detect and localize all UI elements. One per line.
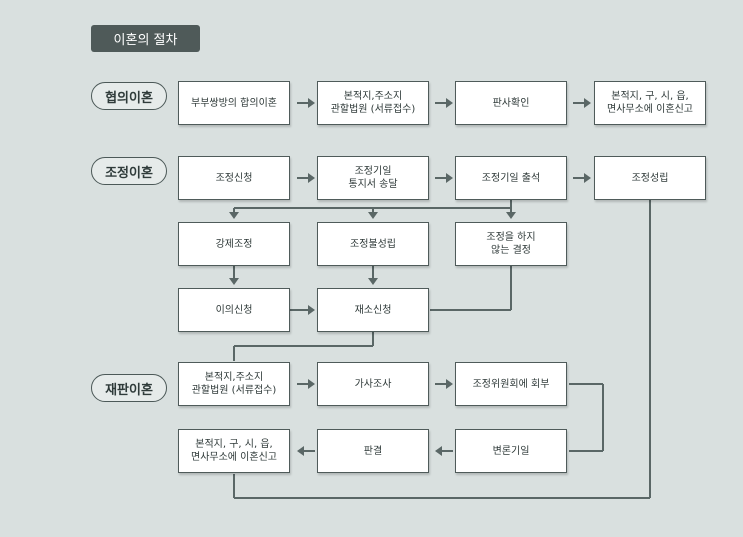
outcome-no-mediation-decision: 조정을 하지 않는 결정 <box>455 222 567 266</box>
arrow-mediation-2-3 <box>435 173 453 183</box>
arrow-mutual-2-3 <box>435 98 453 108</box>
step-trial-report: 본적지, 구, 시, 읍, 면사무소에 이혼신고 <box>178 429 290 473</box>
line-committee-to-hearing <box>569 383 604 452</box>
step-mutual-report: 본적지, 구, 시, 읍, 면사무소에 이혼신고 <box>594 81 706 125</box>
arrow-trial-2-3 <box>435 379 453 389</box>
arrow-mutual-1-2 <box>297 98 315 108</box>
section-label-mutual: 협의이혼 <box>91 82 167 110</box>
arrow-judgment-to-report <box>297 446 315 456</box>
page-title: 이혼의 절차 <box>91 25 200 52</box>
arrow-mediation-1-2 <box>297 173 315 183</box>
section-label-mediation: 조정이혼 <box>91 157 167 185</box>
arrow-objection-to-resuit <box>290 305 315 315</box>
step-trial-court-filing: 본적지,주소지 관할법원 (서류접수) <box>178 362 290 406</box>
followup-resuit: 재소신청 <box>317 288 429 332</box>
arrow-mutual-3-4 <box>573 98 591 108</box>
outcome-forced-mediation: 강제조정 <box>178 222 290 266</box>
step-mutual-judge-confirm: 판사확인 <box>455 81 567 125</box>
step-mutual-agreement: 부부쌍방의 합의이혼 <box>178 81 290 125</box>
step-trial-committee-referral: 조정위원회에 회부 <box>455 362 567 406</box>
outcome-mediation-failed: 조정불성립 <box>317 222 429 266</box>
line-settled-to-report <box>233 200 651 499</box>
line-nodecision-to-resuit <box>430 266 512 311</box>
step-trial-judgment: 판결 <box>317 429 429 473</box>
step-mutual-court-filing: 본적지,주소지 관할법원 (서류접수) <box>317 81 429 125</box>
step-mediation-attend: 조정기일 출석 <box>455 156 567 200</box>
step-trial-family-investigation: 가사조사 <box>317 362 429 406</box>
step-mediation-apply: 조정신청 <box>178 156 290 200</box>
arrow-hearing-to-judgment <box>435 446 453 456</box>
step-trial-hearing: 변론기일 <box>455 429 567 473</box>
section-label-trial: 재판이혼 <box>91 374 167 402</box>
arrow-mediation-3-4 <box>573 173 591 183</box>
arrow-trial-1-2 <box>297 379 315 389</box>
branch-to-outcomes <box>229 200 516 219</box>
arrow-forced-to-objection <box>229 266 239 285</box>
followup-objection: 이의신청 <box>178 288 290 332</box>
arrow-failed-to-resuit <box>368 266 378 285</box>
line-resuit-to-trial <box>233 332 374 361</box>
step-mediation-notice: 조정기일 통지서 송달 <box>317 156 429 200</box>
step-mediation-settled: 조정성립 <box>594 156 706 200</box>
